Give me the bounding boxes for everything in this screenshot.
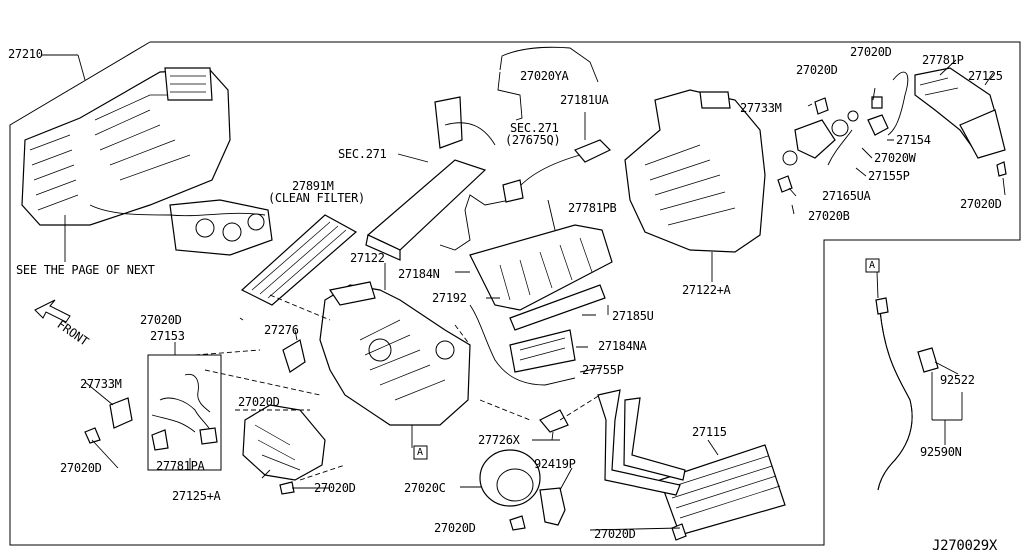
label-27020C: 27020C [404,481,446,495]
label-27122: 27122 [350,251,385,265]
wire-27755P [469,304,576,386]
label-27781P: 27781P [922,53,964,67]
label-27891M: 27891M [292,179,334,193]
marker-a-2: A [869,260,875,271]
label-27020B: 27020B [808,209,850,223]
label-27020D-left: 27020D [140,313,182,327]
label-27781PB: 27781PB [568,201,617,215]
marker-a-box-2 [865,258,880,273]
label-27020D-bottom-right: 27020D [594,527,636,541]
label-27192: 27192 [432,291,467,305]
label-27276: 27276 [264,323,299,337]
hose-assembly-92590N [875,271,963,491]
label-27181UA: 27181UA [560,93,609,107]
harness-box-27153 [147,342,222,471]
label-27020D-right: 27020D [960,197,1002,211]
front-arrow-icon [34,299,71,323]
label-27733M-top: 27733M [740,101,782,115]
duct-27125A [242,404,326,495]
label-92590N: 92590N [920,445,962,459]
label-27675Q: (27675Q) [505,133,561,147]
frame-outline [9,41,1021,546]
label-27155P: 27155P [868,169,910,183]
leader-lines [91,59,1006,531]
label-27020D-mid: 27020D [238,395,280,409]
label-27210: 27210 [8,47,43,61]
label-27781PA: 27781PA [156,459,205,473]
part-27276 [282,339,306,373]
duct-27125 [914,67,1007,177]
label-27122A: 27122+A [682,283,731,297]
label-sec271-a: SEC.271 [338,147,387,161]
marker-a-box-1 [413,445,428,460]
wire-27020YA [497,46,599,121]
label-27020YA: 27020YA [520,69,569,83]
evaporator-sec271 [365,96,496,261]
label-27185U: 27185U [612,309,654,323]
label-92419P: 92419P [534,457,576,471]
intake-unit-27122 [319,263,471,448]
housing-27122A [624,89,766,282]
actuator-27733M-left [84,381,133,444]
label-27733M-left: 27733M [80,377,122,391]
label-27154: 27154 [896,133,931,147]
label-27755P: 27755P [582,363,624,377]
label-92522: 92522 [940,373,975,387]
dashed-leaders [194,294,601,481]
label-27020D-left-low: 27020D [60,461,102,475]
label-sec271-b: SEC.271 [510,121,559,135]
heater-core-27115 [597,389,786,541]
label-27184N: 27184N [398,267,440,281]
label-27165UA: 27165UA [822,189,871,203]
blower-motor-27020C [460,449,541,507]
bracket-92419P [509,467,573,531]
diagram-code: J270029X [932,538,998,554]
sensor-27726X [539,409,569,441]
duct-27185U [469,199,613,373]
label-clean-filter: (CLEAN FILTER) [268,191,365,205]
label-27125: 27125 [968,69,1003,83]
heater-unit-27210 [21,54,273,262]
label-27020D-bottom: 27020D [314,481,356,495]
label-27184NA: 27184NA [598,339,647,353]
label-27153: 27153 [150,329,185,343]
sensor-wire-27181UA [439,112,612,251]
label-27020W: 27020W [874,151,916,165]
clean-filter-27891M [240,214,358,306]
marker-a-1: A [417,447,423,458]
label-27726X: 27726X [478,433,520,447]
label-27020D-bottom-mid: 27020D [434,521,476,535]
actuator-cluster [777,71,909,193]
label-27115: 27115 [692,425,727,439]
label-27125A: 27125+A [172,489,221,503]
label-27020D-top-b: 27020D [850,45,892,59]
label-27020D-top-a: 27020D [796,63,838,77]
label-see-next-page: SEE THE PAGE OF NEXT [16,263,155,277]
